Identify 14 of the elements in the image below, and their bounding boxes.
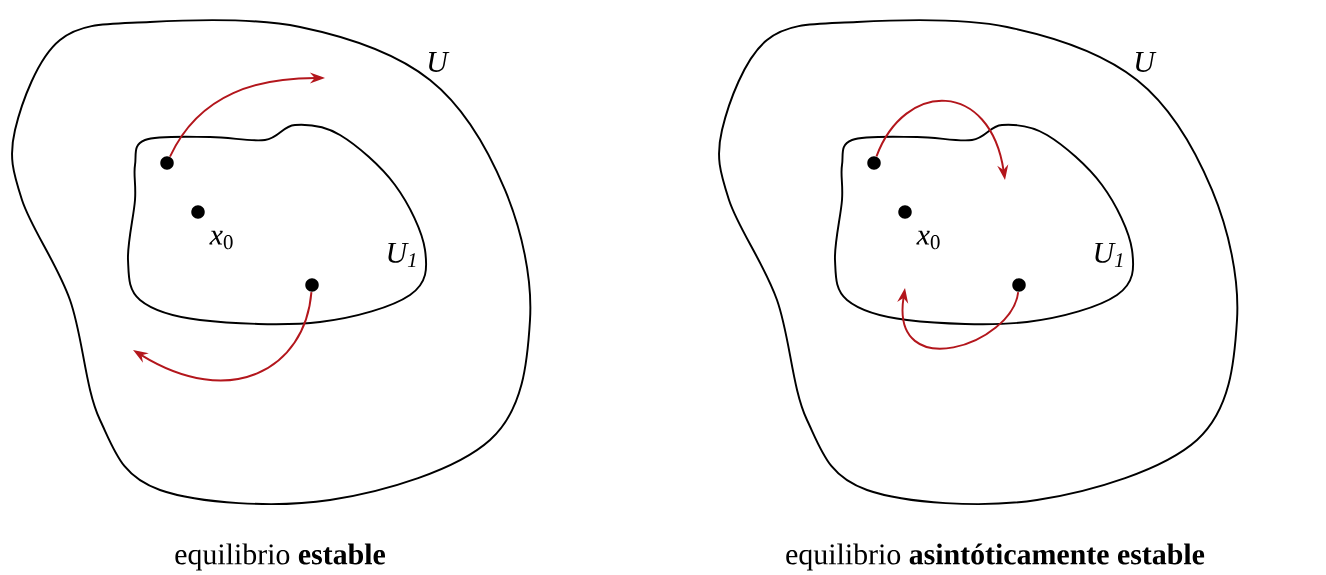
point-dot	[867, 156, 881, 170]
caption: equilibrio asintóticamente estable	[786, 543, 1205, 571]
point-dot	[1012, 278, 1026, 292]
point-dot	[305, 278, 319, 292]
region-label: U$_{1}$	[388, 242, 416, 268]
point-dot	[191, 205, 205, 219]
point-label: x$_{0}$	[209, 230, 233, 250]
point-label: x$_{0}$	[916, 230, 940, 250]
region-label: U	[1136, 52, 1157, 72]
caption: equilibrio estable	[175, 543, 385, 571]
region-label: U$_{1}$	[1095, 242, 1123, 268]
point-dot	[160, 156, 174, 170]
point-dot	[898, 205, 912, 219]
region-label: U	[429, 52, 450, 72]
